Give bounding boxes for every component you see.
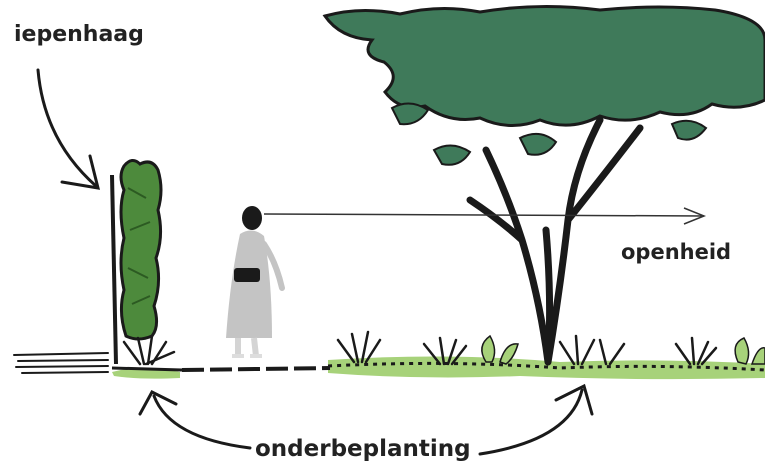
underplanting-left-arrow [152, 394, 252, 450]
underplanting-right-arrow [478, 388, 584, 456]
underplanting-label: onderbeplanting [255, 436, 471, 462]
leafy-plant [481, 334, 765, 365]
openness-label: openheid [621, 240, 732, 264]
walking-person-icon [226, 206, 285, 358]
hedge-label: iepenhaag [14, 22, 144, 47]
view-arrow [263, 207, 707, 225]
grass-tuft-icon [122, 330, 718, 366]
annotation-arrows [36, 68, 594, 456]
path-lines [13, 352, 109, 374]
ground [111, 356, 765, 380]
hedge-arrow [36, 68, 98, 188]
hedge-icon [110, 159, 163, 365]
tree-icon [322, 4, 765, 366]
